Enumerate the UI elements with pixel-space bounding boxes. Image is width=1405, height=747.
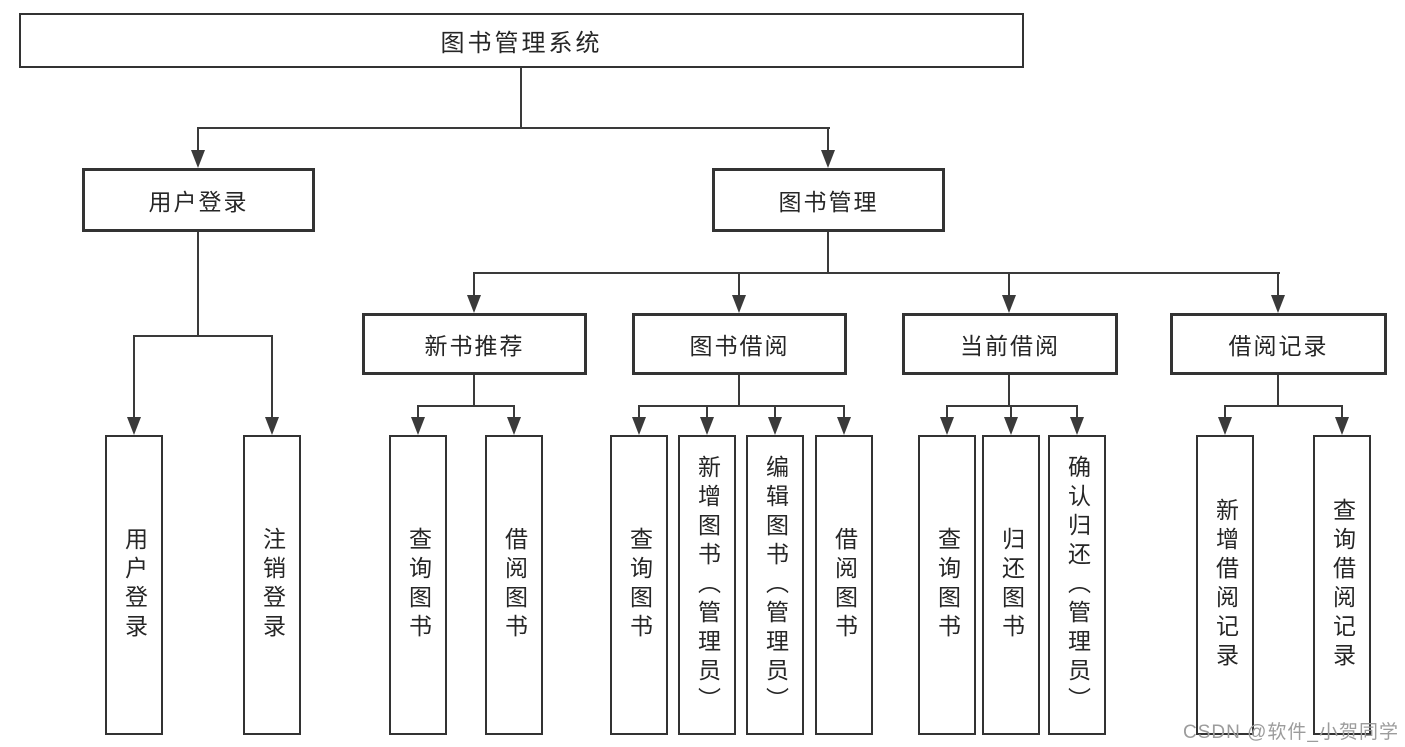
connector-user-login-down: [197, 232, 199, 335]
arrow-down-icon: [1004, 417, 1018, 435]
arrow-down-icon: [700, 417, 714, 435]
leaf-label: 查询图书: [405, 527, 432, 643]
leaf-borrow-books: 借阅图书: [815, 435, 873, 735]
leaf-edit-book-admin: 编辑图书（管理员）: [746, 435, 804, 735]
connector-group-rail: [417, 405, 515, 407]
node-borrow-records: 借阅记录: [1170, 313, 1387, 375]
arrow-down-icon: [1271, 295, 1285, 313]
arrow-down-icon: [127, 417, 141, 435]
connector-group-rail: [638, 405, 845, 407]
arrow-down-icon: [1070, 417, 1084, 435]
connector-group-down: [473, 375, 475, 405]
connector-leaf-stem: [513, 405, 515, 419]
arrow-down-icon: [191, 150, 205, 168]
arrow-down-icon: [507, 417, 521, 435]
connector-level3-rail: [473, 272, 1280, 274]
watermark: CSDN @软件_小贺同学: [1183, 722, 1399, 743]
arrow-down-icon: [732, 295, 746, 313]
leaf-label: 注销登录: [259, 527, 286, 643]
connector-leaf-stem: [1341, 405, 1343, 419]
node-label: 用户登录: [148, 189, 249, 215]
leaf-query-books-borrow: 查询图书: [610, 435, 668, 735]
connector-root-stem: [520, 68, 522, 128]
leaf-query-books-current: 查询图书: [918, 435, 976, 735]
node-label: 图书管理: [778, 189, 879, 215]
connector-book-mgmt-stem: [827, 127, 829, 152]
connector-leaf-stem: [946, 405, 948, 419]
node-current-borrow: 当前借阅: [902, 313, 1118, 375]
connector-group-stem: [1008, 272, 1010, 297]
connector-leaf-stem: [133, 335, 135, 419]
node-book-borrow: 图书借阅: [632, 313, 847, 375]
leaf-add-borrow-record: 新增借阅记录: [1196, 435, 1254, 735]
arrow-down-icon: [768, 417, 782, 435]
leaf-label: 确认归还（管理员）: [1064, 454, 1091, 716]
connector-leaf-stem: [774, 405, 776, 419]
connector-group-rail: [946, 405, 1078, 407]
connector-group-rail: [1224, 405, 1343, 407]
leaf-add-book-admin: 新增图书（管理员）: [678, 435, 736, 735]
connector-leaf-stem: [1224, 405, 1226, 419]
connector-leaf-stem: [843, 405, 845, 419]
node-user-login: 用户登录: [82, 168, 315, 232]
leaf-query-borrow-record: 查询借阅记录: [1313, 435, 1371, 735]
connector-group-down: [738, 375, 740, 405]
leaf-label: 查询图书: [934, 527, 961, 643]
leaf-label: 新增借阅记录: [1212, 498, 1239, 672]
connector-group-down: [1277, 375, 1279, 405]
leaf-label: 归还图书: [998, 527, 1025, 643]
node-library-management-system: 图书管理系统: [19, 13, 1024, 68]
leaf-label: 用户登录: [121, 527, 148, 643]
node-label: 新书推荐: [424, 333, 525, 359]
arrow-down-icon: [837, 417, 851, 435]
connector-leaf-stem: [1010, 405, 1012, 419]
arrow-down-icon: [411, 417, 425, 435]
connector-user-login-stem: [197, 127, 199, 152]
leaf-query-books-recommend: 查询图书: [389, 435, 447, 735]
connector-level2-rail: [197, 127, 830, 129]
connector-group-down: [1008, 375, 1010, 405]
leaf-label: 借阅图书: [501, 527, 528, 643]
leaf-logout: 注销登录: [243, 435, 301, 735]
connector-group-stem: [473, 272, 475, 297]
arrow-down-icon: [1218, 417, 1232, 435]
leaf-confirm-return-admin: 确认归还（管理员）: [1048, 435, 1106, 735]
leaf-label: 查询图书: [626, 527, 653, 643]
leaf-label: 借阅图书: [831, 527, 858, 643]
arrow-down-icon: [467, 295, 481, 313]
connector-book-mgmt-down: [827, 232, 829, 272]
node-label: 图书管理系统: [440, 30, 603, 57]
arrow-down-icon: [265, 417, 279, 435]
connector-user-login-rail: [133, 335, 273, 337]
connector-leaf-stem: [1076, 405, 1078, 419]
node-new-book-recommend: 新书推荐: [362, 313, 587, 375]
leaf-borrow-books-recommend: 借阅图书: [485, 435, 543, 735]
node-label: 图书借阅: [689, 333, 790, 359]
connector-leaf-stem: [706, 405, 708, 419]
arrow-down-icon: [821, 150, 835, 168]
arrow-down-icon: [1335, 417, 1349, 435]
leaf-label: 新增图书（管理员）: [694, 454, 721, 716]
connector-group-stem: [738, 272, 740, 297]
node-book-management: 图书管理: [712, 168, 945, 232]
leaf-label: 编辑图书（管理员）: [762, 454, 789, 716]
connector-leaf-stem: [638, 405, 640, 419]
leaf-user-login: 用户登录: [105, 435, 163, 735]
arrow-down-icon: [1002, 295, 1016, 313]
arrow-down-icon: [940, 417, 954, 435]
connector-leaf-stem: [271, 335, 273, 419]
connector-group-stem: [1277, 272, 1279, 297]
leaf-label: 查询借阅记录: [1329, 498, 1356, 672]
node-label: 当前借阅: [960, 333, 1060, 359]
arrow-down-icon: [632, 417, 646, 435]
leaf-return-book: 归还图书: [982, 435, 1040, 735]
node-label: 借阅记录: [1228, 333, 1329, 359]
connector-leaf-stem: [417, 405, 419, 419]
